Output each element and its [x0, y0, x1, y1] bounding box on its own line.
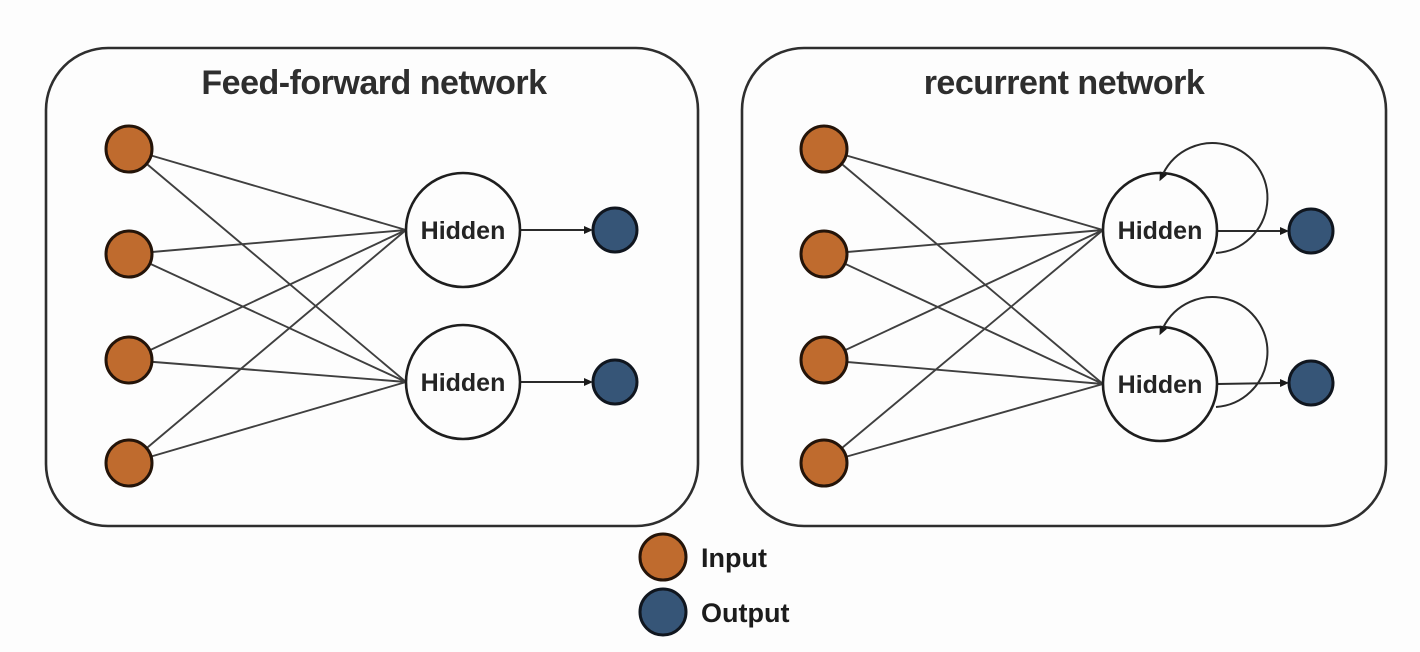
input-node [104, 438, 154, 488]
edge [823, 229, 1104, 361]
legend-output-swatch [638, 587, 688, 637]
edge [128, 359, 407, 383]
hidden-node-label: Hidden [421, 369, 506, 397]
self-loop-arrow [1159, 142, 1269, 254]
input-node [104, 229, 154, 279]
edge [128, 381, 407, 464]
edge [128, 229, 407, 255]
hidden-to-output-arrow [1216, 379, 1289, 388]
edge [823, 253, 1104, 385]
input-node [104, 335, 154, 385]
hidden-node-label: Hidden [421, 217, 506, 245]
legend: Input Output [638, 532, 789, 637]
edge [128, 253, 407, 383]
edge [128, 148, 407, 383]
output-node [591, 358, 639, 406]
hidden-node [404, 171, 522, 289]
input-node [104, 124, 154, 174]
recurrent-input-nodes [799, 124, 849, 488]
panel-recurrent-border [740, 46, 1388, 528]
edge [823, 229, 1104, 464]
panel-feedforward-border [44, 46, 700, 528]
edge [823, 148, 1104, 385]
input-node [799, 438, 849, 488]
legend-input-swatch [638, 532, 688, 582]
legend-output-label: Output [701, 598, 789, 628]
panel-feedforward-title: Feed-forward network [201, 64, 547, 102]
self-loop-arrow [1159, 296, 1269, 408]
edge [823, 359, 1104, 385]
output-node [591, 206, 639, 254]
panel-recurrent-title: recurrent network [924, 64, 1205, 102]
edge [823, 383, 1104, 464]
input-node [799, 229, 849, 279]
hidden-node-label: Hidden [1118, 217, 1203, 245]
panel-recurrent: recurrent network [740, 46, 1388, 528]
edge [823, 148, 1104, 231]
output-node [1287, 359, 1335, 407]
hidden-node [404, 323, 522, 441]
edge [128, 229, 407, 464]
hidden-node-label: Hidden [1118, 371, 1203, 399]
input-node [799, 124, 849, 174]
edge [128, 229, 407, 361]
panel-feedforward: Feed-forward network [44, 46, 700, 528]
feedforward-edges [128, 148, 407, 464]
legend-input-label: Input [701, 543, 767, 573]
input-node [799, 335, 849, 385]
recurrent-edges [823, 148, 1104, 464]
recurrent-output-nodes [1287, 207, 1335, 407]
feedforward-input-nodes [104, 124, 154, 488]
feedforward-output-nodes [591, 206, 639, 406]
output-node [1287, 207, 1335, 255]
edge [128, 148, 407, 231]
edge [823, 229, 1104, 255]
